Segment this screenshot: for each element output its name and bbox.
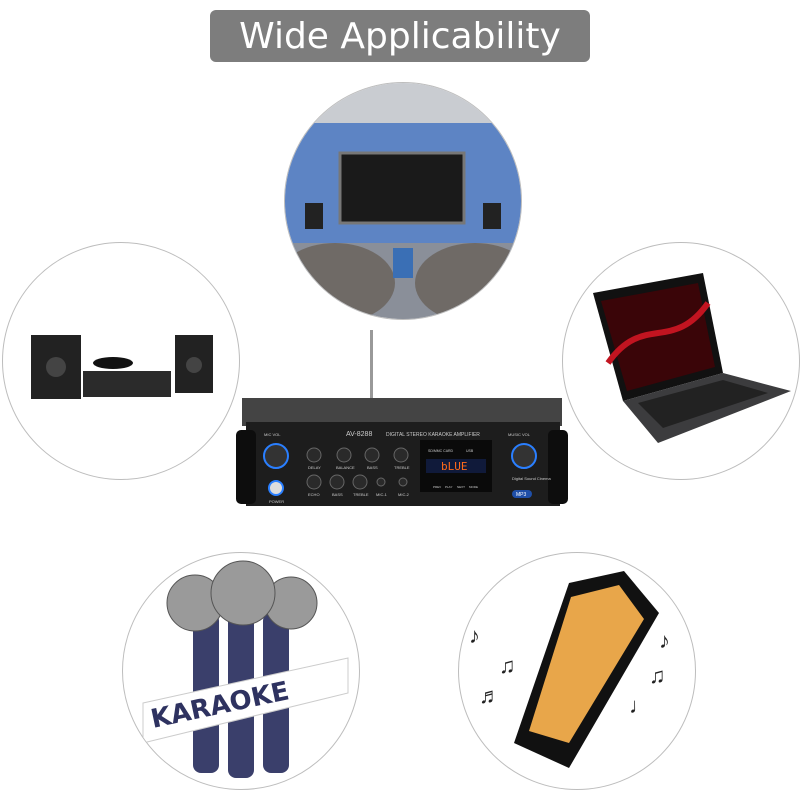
music-vol-knob[interactable] [511, 443, 537, 469]
display-text: bLUE [441, 460, 468, 473]
mode-button[interactable]: MODE [469, 485, 478, 489]
scene-smartphone: ♪ ♫ ♬ ♪ ♫ ♩ [458, 552, 696, 790]
bass-knob[interactable] [364, 447, 380, 463]
sd-label: SD/MMC CARD [428, 449, 454, 453]
mic2-jack[interactable] [398, 477, 408, 487]
play-button[interactable]: PLAY [445, 485, 452, 489]
logo-text: Digital Sound Cinema [512, 476, 551, 481]
scene-karaoke: KARAOKE [122, 552, 360, 790]
knob-label: DELAY [308, 465, 321, 470]
scene-laptop [562, 242, 800, 480]
music-vol-label: MUSIC VOL [508, 432, 531, 437]
balance-knob[interactable] [336, 447, 352, 463]
usb-label: USB [466, 449, 474, 453]
bass-knob-2[interactable] [329, 474, 345, 490]
title-text: Wide Applicability [239, 15, 561, 57]
title-banner: Wide Applicability [210, 10, 590, 62]
product-name: DIGITAL STEREO KARAOKE AMPLIFIER [386, 432, 480, 438]
svg-text:♩: ♩ [629, 693, 651, 718]
model-label: AV-8288 [346, 431, 372, 438]
next-button[interactable]: NEXT [457, 485, 465, 489]
svg-text:♫: ♫ [649, 663, 666, 688]
knob-label: TREBLE [353, 492, 369, 497]
scene-home-theater [284, 82, 522, 320]
knob-label: MIC-2 [398, 492, 410, 497]
led-display [426, 459, 486, 473]
echo-knob[interactable] [306, 474, 322, 490]
treble-knob-2[interactable] [352, 474, 368, 490]
prev-button[interactable]: PREV [433, 485, 441, 489]
treble-knob[interactable] [393, 447, 409, 463]
knob-label: BASS [332, 492, 343, 497]
knob-label: MIC-1 [376, 492, 388, 497]
mic-vol-knob[interactable] [263, 443, 289, 469]
knob-label: ECHO [308, 492, 320, 497]
svg-text:♫: ♫ [499, 653, 516, 678]
knob-label: TREBLE [394, 465, 410, 470]
knob-label: BALANCE [336, 465, 355, 470]
mp3-badge: MP3 [516, 492, 527, 498]
amplifier: AV-8288 DIGITAL STEREO KARAOKE AMPLIFIER… [236, 330, 568, 520]
svg-text:♪: ♪ [659, 628, 670, 653]
power-label: POWER [269, 499, 284, 504]
scene-hifi-system [2, 242, 240, 480]
power-button[interactable] [268, 480, 284, 496]
svg-text:♪: ♪ [469, 623, 480, 648]
mic1-jack[interactable] [376, 477, 386, 487]
mic-vol-label: MIC VOL [264, 432, 281, 437]
knob-label: BASS [367, 465, 378, 470]
svg-text:♬: ♬ [479, 683, 501, 708]
delay-knob[interactable] [306, 447, 322, 463]
